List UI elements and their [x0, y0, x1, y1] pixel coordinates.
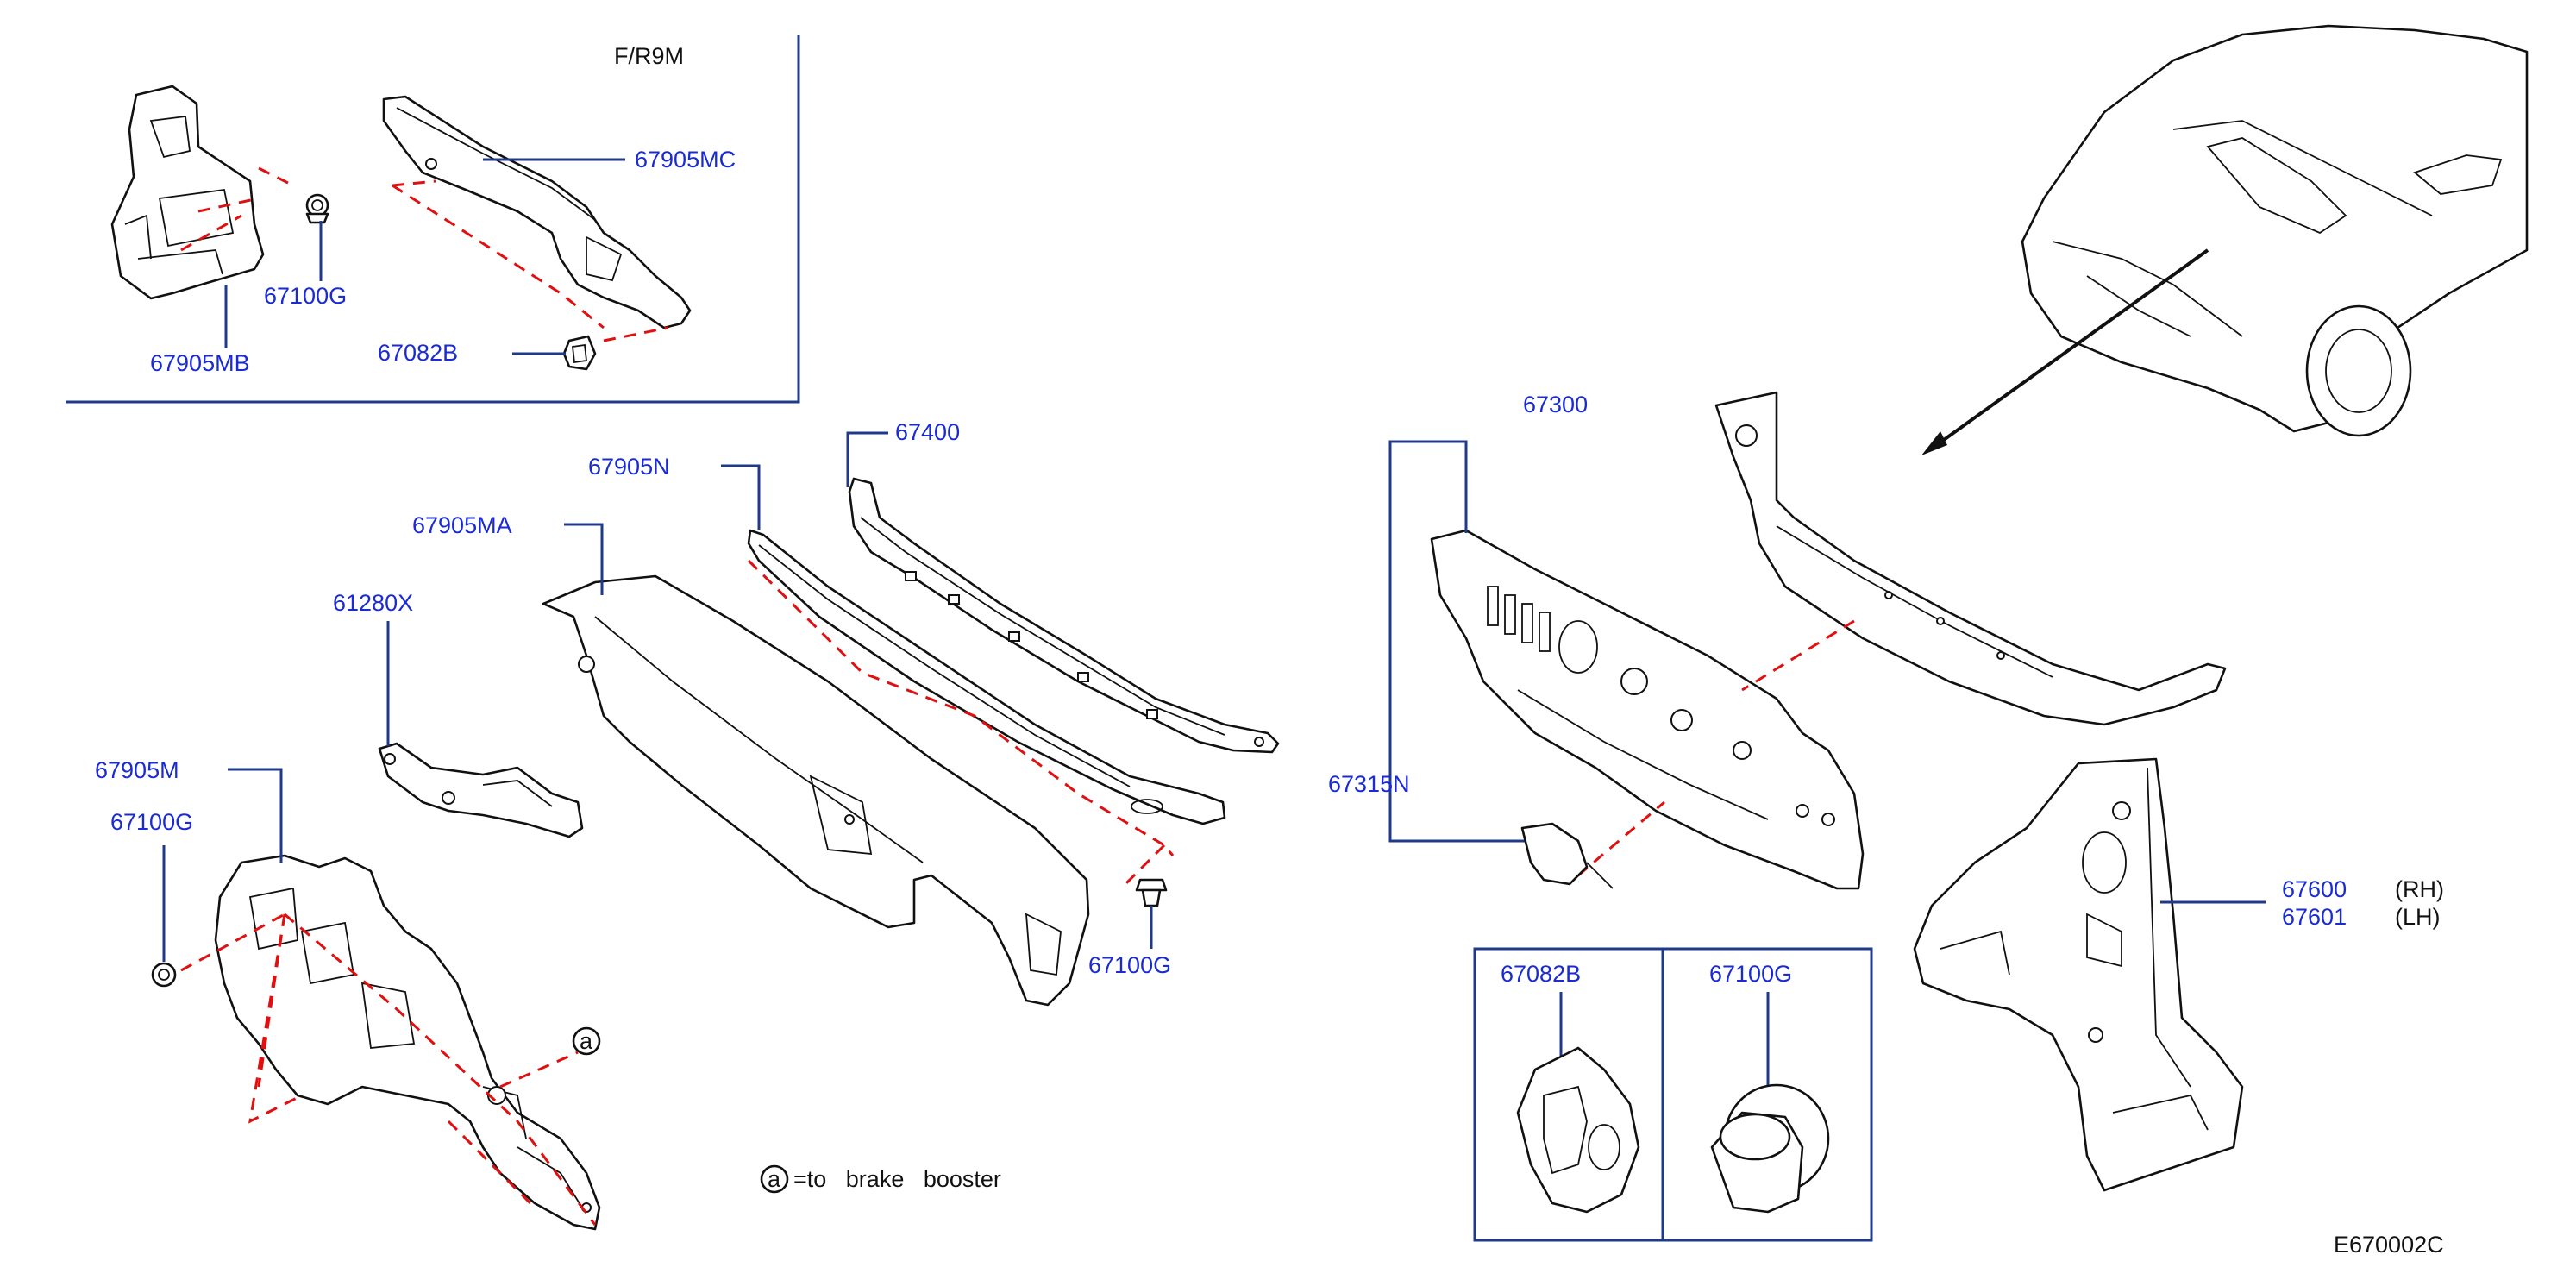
leader-67905MA [564, 523, 604, 595]
legend-symbol: a [768, 1166, 781, 1192]
variant-inset: F/R9M 67905MB 67100G 67905MC [66, 35, 800, 404]
label-67100G-top[interactable]: 67100G [264, 283, 347, 309]
insulator-67905MA[interactable] [542, 574, 1090, 1007]
label-67905N[interactable]: 67905N [588, 454, 670, 480]
guide-67905MC [392, 179, 669, 342]
label-61280X[interactable]: 61280X [333, 590, 413, 616]
marker-a-circle [572, 1026, 601, 1056]
guide-67905MB [180, 166, 294, 252]
guide-67300 [1577, 619, 1855, 877]
leader-67905M [228, 768, 283, 863]
seal-67905N[interactable] [747, 529, 1226, 825]
label-67100G-box[interactable]: 67100G [1709, 961, 1792, 987]
clip-67100G-detail[interactable] [1710, 1083, 1830, 1214]
label-67601-side: (LH) [2395, 904, 2441, 930]
seal-67315N[interactable] [1520, 822, 1614, 889]
label-67905MB[interactable]: 67905MB [150, 350, 250, 376]
legend-symbol-circle [760, 1164, 789, 1194]
label-67315N[interactable]: 67315N [1328, 771, 1410, 797]
guide-67905M [180, 913, 597, 1226]
insulator-67905M[interactable] [214, 854, 601, 1231]
label-67100G-mid[interactable]: 67100G [1088, 952, 1171, 978]
bracket-61280X[interactable] [378, 742, 584, 838]
guide-67905N [747, 559, 1175, 890]
label-67600[interactable]: 67600 [2282, 876, 2347, 902]
leader-67400 [846, 431, 888, 487]
diagram-code: E670002C [2334, 1232, 2444, 1258]
label-67300[interactable]: 67300 [1523, 392, 1588, 417]
label-67400[interactable]: 67400 [895, 419, 960, 445]
marker-a: a [580, 1028, 593, 1054]
insulator-67905MB[interactable] [110, 85, 265, 300]
cowl-top-67400[interactable] [848, 477, 1280, 754]
clip-67100G-left[interactable] [151, 962, 177, 988]
clip-67100G-mid[interactable] [1135, 878, 1168, 907]
vehicle-overview [1921, 24, 2529, 455]
detail-box [1473, 947, 1873, 1242]
label-67600-side: (RH) [2395, 876, 2444, 902]
label-67082B-top[interactable]: 67082B [378, 340, 458, 366]
dash-panel-67300[interactable] [1430, 529, 1865, 890]
legend-text: =to brake booster [793, 1166, 1001, 1192]
inset-frame [66, 35, 800, 404]
insulator-67905MC[interactable] [382, 95, 692, 329]
clip-67082B-top[interactable] [562, 335, 597, 371]
leader-67905N [721, 464, 761, 530]
label-67601[interactable]: 67601 [2282, 904, 2347, 930]
leader-67300 [1388, 440, 1535, 843]
side-panel-67600[interactable] [1913, 757, 2244, 1192]
label-67905MC[interactable]: 67905MC [635, 147, 736, 173]
label-67905MA[interactable]: 67905MA [412, 512, 512, 538]
clip-67082B-detail[interactable] [1516, 1046, 1640, 1214]
label-67905M[interactable]: 67905M [95, 757, 179, 783]
label-67082B-box[interactable]: 67082B [1501, 961, 1581, 987]
cowl-upper-67300[interactable] [1714, 391, 2227, 726]
variant-label: F/R9M [614, 43, 684, 69]
clip-67100G-top[interactable] [305, 193, 329, 224]
label-67100G-left[interactable]: 67100G [110, 809, 193, 835]
